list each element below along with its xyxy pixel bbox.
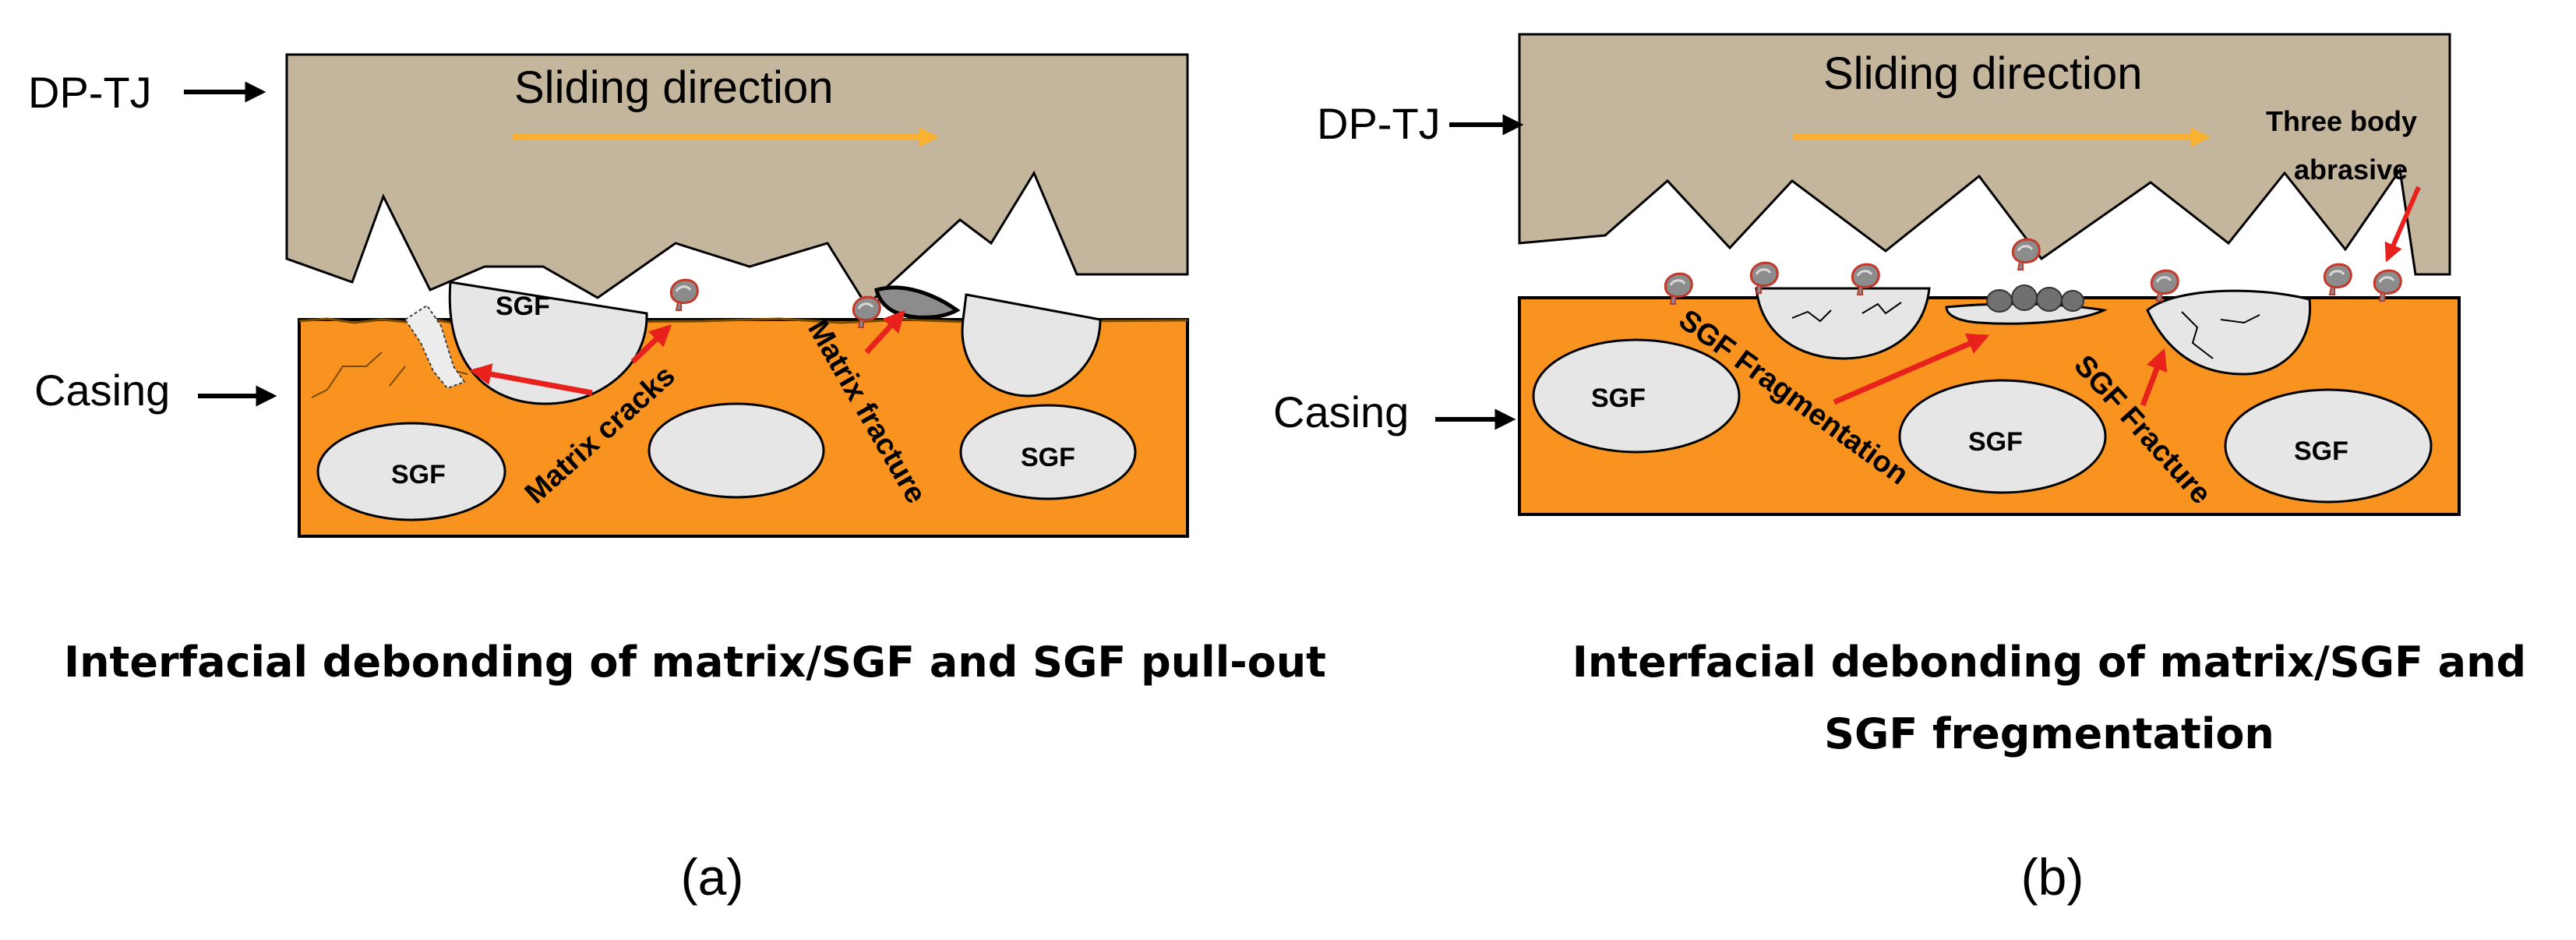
- sgf-halfsphere-b1: [1755, 287, 1931, 360]
- panel-b: Sliding direction Three body abrasive DP…: [1273, 33, 2526, 906]
- panel-a: Sliding direction DP-TJ Casing SGF SGF S…: [28, 53, 1326, 906]
- annotation-abrasive: abrasive: [2294, 154, 2408, 186]
- fragment-pebble-2: [2011, 284, 2038, 311]
- panel-letter-b: (b): [2021, 848, 2084, 906]
- sgf-label-b2: SGF: [1968, 427, 2023, 457]
- red-arrow-a2: [630, 324, 672, 364]
- sgf-label-b3: SGF: [2294, 436, 2348, 466]
- red-arrow-b2: [2140, 348, 2168, 407]
- red-arrow-a3: [864, 309, 905, 355]
- casing-label-b: Casing: [1273, 387, 1409, 436]
- red-arrow-a1: [469, 363, 593, 396]
- sgf-particle-b3: [2224, 388, 2433, 504]
- tool-label-a: DP-TJ: [28, 68, 152, 117]
- sgf-particle-b2: [1898, 379, 2107, 494]
- tool-label-b: DP-TJ: [1317, 99, 1441, 148]
- fragment-pebble-3: [2036, 287, 2063, 312]
- wear-debris-b6: [2323, 263, 2352, 296]
- casing-label-a: Casing: [34, 366, 170, 415]
- panel-letter-a: (a): [681, 848, 744, 906]
- sgf-fracture-crack-b: [2181, 311, 2260, 359]
- caption-b-line2: SGF fregmentation: [1824, 709, 2274, 758]
- sliding-label-b: Sliding direction: [1823, 48, 2142, 99]
- caption-a: Interfacial debonding of matrix/SGF and …: [64, 638, 1326, 687]
- sgf-fracture-b: [2146, 289, 2312, 376]
- tool-dp-tj-a: [285, 53, 1189, 308]
- sgf-label-a-pullout: SGF: [496, 292, 550, 321]
- fragment-pebble-1: [1986, 289, 2013, 313]
- sgf-crack-b1: [1791, 302, 1902, 323]
- matrix-fracture-flake-a: [874, 285, 961, 320]
- tool-dp-tj-b: [1518, 33, 2451, 276]
- caption-b-line1: Interfacial debonding of matrix/SGF and: [1572, 638, 2526, 687]
- sgf-label-b1: SGF: [1591, 383, 1646, 413]
- sgf-halfsphere-a: [961, 293, 1102, 398]
- annotation-three-body: Three body: [2266, 105, 2417, 137]
- sgf-particle-a2: [648, 402, 825, 499]
- sgf-particle-b1: [1532, 338, 1741, 454]
- wear-debris-b4: [2011, 238, 2041, 271]
- debris-block-a: [404, 304, 466, 390]
- fragment-pebble-4: [2061, 290, 2084, 312]
- sgf-particle-a3: [959, 404, 1137, 500]
- sliding-label-a: Sliding direction: [514, 62, 833, 113]
- red-arrow-three-body: [2384, 186, 2421, 263]
- red-arrow-b1: [1833, 334, 1990, 405]
- sgf-label-a1: SGF: [391, 460, 446, 489]
- wear-debris-a1: [669, 278, 699, 312]
- sgf-label-a3: SGF: [1021, 443, 1075, 472]
- sgf-particle-a1: [316, 422, 506, 521]
